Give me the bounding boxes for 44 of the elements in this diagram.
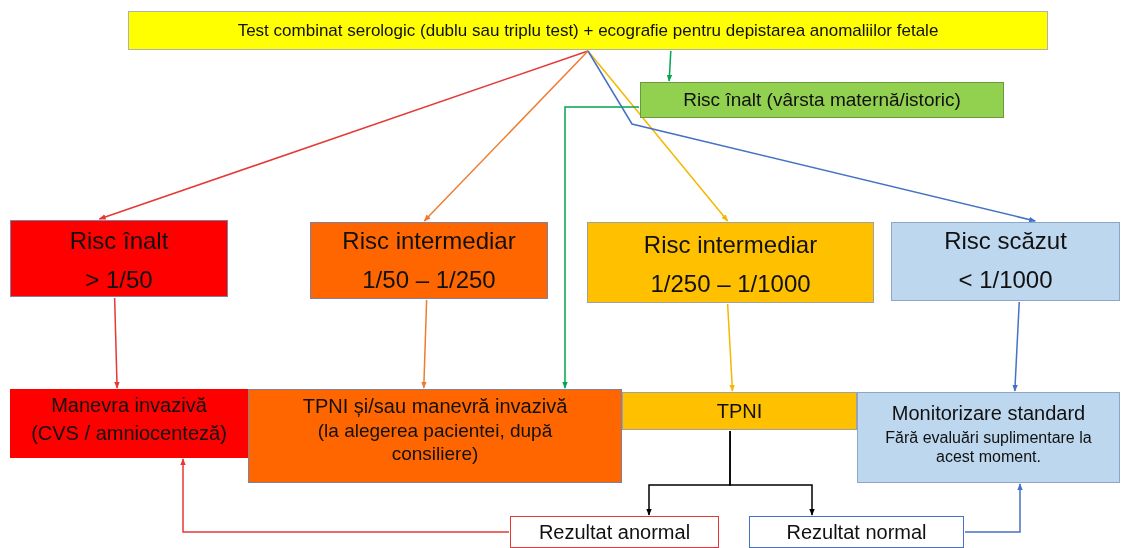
- node-title: TPNI și/sau manevră invazivă: [302, 394, 568, 418]
- node-title: Monitorizare standard: [891, 401, 1086, 425]
- node-subtitle: (la alegerea pacientei, după consiliere): [316, 420, 554, 466]
- risk-box: [587, 222, 874, 303]
- arrow: [587, 50, 729, 222]
- result-box: [510, 516, 719, 548]
- arrow: [1012, 301, 1020, 392]
- result-box: [749, 516, 964, 548]
- risk-box: [891, 222, 1120, 301]
- action-box: [248, 389, 622, 483]
- arrow: [964, 483, 1023, 533]
- node-title: Rezultat normal: [786, 520, 927, 544]
- node-subtitle: > 1/50: [85, 265, 153, 295]
- action-box: [857, 392, 1120, 483]
- arrow: [180, 458, 510, 533]
- node-title: Risc înalt: [69, 227, 169, 256]
- node-subtitle: 1/250 – 1/1000: [650, 269, 811, 299]
- arrow: [666, 50, 673, 82]
- node-subtitle: Fără evaluări suplimentare la acest moment.: [884, 428, 1093, 467]
- node-title: Risc înalt (vârsta maternă/istoric): [683, 89, 961, 112]
- node-subtitle: < 1/1000: [958, 265, 1053, 295]
- action-box: [622, 392, 857, 430]
- arrow: [587, 50, 1036, 223]
- action-box: [10, 389, 248, 458]
- node-subtitle: 1/50 – 1/250: [362, 265, 496, 295]
- process-box: [128, 11, 1048, 50]
- arrow: [113, 297, 120, 389]
- arrow: [421, 299, 428, 389]
- node-title: Test combinat serologic (dublu sau triplu test) + ecografie pentru depistarea anomaliilor fetale: [237, 21, 939, 42]
- arrow: [98, 50, 589, 220]
- arrow: [729, 430, 815, 516]
- node-title: Manevra invazivă: [51, 393, 207, 417]
- node-title: Risc scăzut: [944, 227, 1067, 256]
- node-title: TPNI: [716, 399, 763, 423]
- node-title: Rezultat anormal: [538, 520, 691, 544]
- node-title: Risc intermediar: [342, 227, 516, 256]
- arrow: [726, 303, 735, 392]
- risk-box: [310, 222, 548, 299]
- process-box: [640, 82, 1004, 118]
- node-subtitle: (CVS / amniocenteză): [31, 421, 227, 445]
- arrow: [562, 106, 640, 389]
- arrow: [423, 50, 589, 222]
- risk-box: [10, 220, 228, 297]
- node-title: Risc intermediar: [643, 231, 818, 260]
